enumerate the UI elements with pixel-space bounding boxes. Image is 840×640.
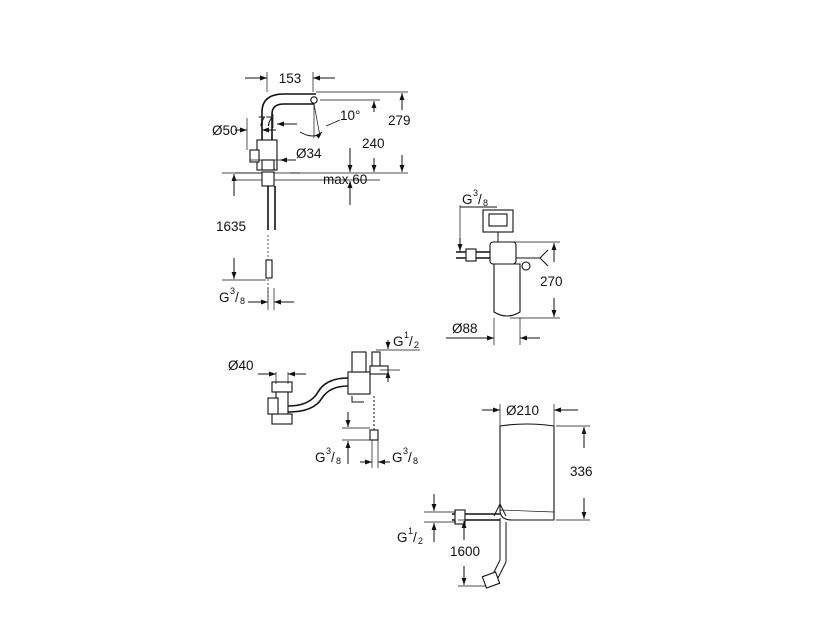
svg-text:/: / [409, 334, 413, 349]
svg-text:2: 2 [418, 536, 423, 546]
svg-text:G: G [393, 334, 404, 349]
valve-block [347, 371, 371, 395]
svg-text:/: / [331, 450, 335, 465]
faucet-lever [249, 149, 260, 163]
faucet-reach-label: 153 [279, 71, 302, 86]
svg-text:3: 3 [326, 446, 331, 456]
svg-text:8: 8 [413, 456, 418, 466]
pipe-diameter-label: Ø40 [228, 358, 254, 373]
boiler-diameter-label: Ø210 [506, 403, 539, 418]
svg-text:2: 2 [414, 340, 419, 350]
filter-outlet [516, 249, 549, 267]
filter-diameter-label: Ø88 [452, 321, 478, 336]
faucet-spout [261, 93, 316, 170]
valve-drain [351, 396, 364, 403]
valve-left-connection-label: G 3 / 8 [315, 446, 341, 466]
svg-text:G: G [397, 530, 408, 545]
boiler-tank [499, 423, 555, 521]
faucet-base-ring [261, 159, 275, 171]
svg-text:8: 8 [336, 456, 341, 466]
boiler-cable [491, 518, 501, 577]
base-diameter-label: Ø50 [212, 123, 238, 138]
valve-top [351, 351, 367, 373]
svg-text:1: 1 [404, 330, 409, 340]
filter-drawing: G 3 / 8 270 Ø88 [446, 188, 563, 345]
filter-valve-knob [521, 261, 531, 271]
svg-text:3: 3 [473, 188, 478, 198]
boiler-connection-label: G 1 / 2 [397, 526, 423, 546]
valve-drawing: Ø40 G 1 / 2 G 3 / 8 G 3 / [228, 330, 420, 468]
valve-top-connection-label: G 1 / 2 [393, 330, 419, 350]
boiler-bracket [493, 502, 507, 517]
svg-text:1: 1 [408, 526, 413, 536]
faucet-total-height-label: 279 [388, 113, 411, 128]
corrugated-hose-inner [287, 385, 349, 413]
boiler-drawing: Ø210 336 G 1 / 2 1600 [397, 403, 593, 589]
hose-length-label: 1635 [216, 219, 246, 234]
svg-text:8: 8 [240, 296, 245, 306]
corrugated-hose [287, 377, 349, 407]
svg-text:G: G [315, 450, 326, 465]
svg-text:G: G [219, 290, 230, 305]
filter-cartridge [493, 263, 521, 317]
faucet-shank [261, 171, 275, 187]
svg-text:8: 8 [483, 198, 488, 208]
faucet-spout-inner [271, 103, 314, 170]
valve-bottom-nut [369, 429, 379, 441]
filter-screen [488, 213, 508, 227]
svg-text:/: / [413, 530, 417, 545]
faucet-spout-height-label: 240 [362, 136, 385, 151]
lever-offset-label: 77 [258, 114, 273, 129]
spout-angle-label: 10° [340, 108, 360, 123]
svg-text:3: 3 [230, 286, 235, 296]
svg-text:/: / [235, 290, 239, 305]
cable-length-label: 1600 [450, 544, 480, 559]
boiler-plug [481, 571, 501, 589]
faucet-drawing: 153 279 240 10° Ø50 77 Ø34 max.6 [212, 71, 411, 310]
spout-head [310, 96, 318, 104]
svg-text:G: G [392, 450, 403, 465]
valve-right-connection-label: G 3 / 8 [392, 446, 418, 466]
pipe-bottom-ring [271, 413, 293, 425]
svg-text:/: / [408, 450, 412, 465]
filter-inlet-nut [465, 248, 477, 262]
valve-inlet-nut [371, 351, 381, 367]
boiler-outlet-nut [454, 509, 466, 525]
filter-head [489, 241, 517, 265]
max-deck-label: max.60 [323, 172, 367, 187]
faucet-connection-label: G 3 / 8 [219, 286, 245, 306]
hole-diameter-label: Ø34 [296, 146, 322, 161]
svg-text:3: 3 [403, 446, 408, 456]
hose-nut [265, 259, 273, 279]
boiler-height-label: 336 [570, 464, 593, 479]
svg-text:G: G [462, 192, 473, 207]
filter-connection-label: G 3 / 8 [462, 188, 488, 208]
svg-text:/: / [478, 192, 482, 207]
pipe-side-nut [267, 397, 279, 415]
filter-height-label: 270 [540, 274, 563, 289]
pipe-top-ring [271, 381, 293, 393]
